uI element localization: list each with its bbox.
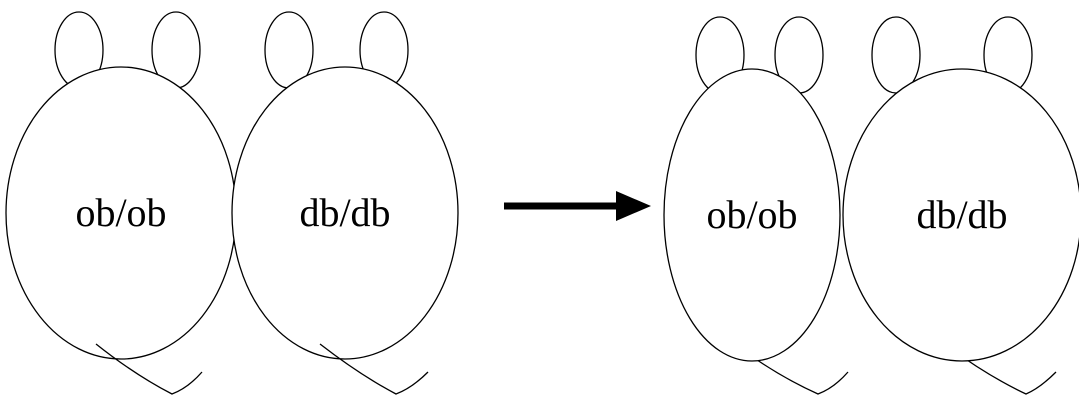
mouse-ob-before: ob/ob [5, 11, 237, 395]
arrow-head [616, 191, 651, 221]
before-pair: ob/ob db/db [5, 11, 459, 395]
mouse-label-ob: ob/ob [706, 192, 797, 237]
mouse-ob-after: ob/ob [663, 68, 841, 362]
ob-tail [739, 347, 849, 395]
mouse-db-before: db/db [231, 11, 459, 395]
after-pair: ob/ob db/db [663, 16, 1079, 395]
mouse-body [231, 66, 459, 360]
mouse-body [663, 68, 841, 362]
mouse-label-ob: ob/ob [75, 190, 166, 235]
mouse-tail [95, 343, 203, 395]
mouse-tail [319, 343, 429, 395]
mouse-label-db: db/db [299, 190, 390, 235]
mouse-body [842, 68, 1079, 362]
transition-arrow [504, 191, 651, 221]
mouse-db-after: db/db [842, 68, 1079, 362]
db-tail [949, 347, 1057, 395]
mouse-label-db: db/db [916, 192, 1007, 237]
